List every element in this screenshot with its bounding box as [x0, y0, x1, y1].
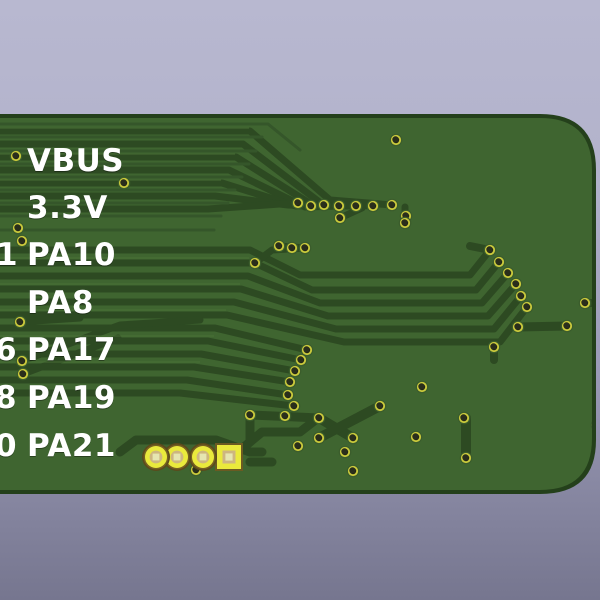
- via: [338, 445, 352, 459]
- via: [511, 320, 525, 334]
- connector-pad[interactable]: [189, 443, 217, 471]
- via: [560, 319, 574, 333]
- silkscreen-pin-label: PA17: [27, 332, 117, 368]
- silkscreen-pin-number: 0: [0, 428, 17, 464]
- via: [349, 199, 363, 213]
- connector-pad[interactable]: [142, 443, 170, 471]
- via: [346, 464, 360, 478]
- silkscreen-pin-label: VBUS: [27, 143, 125, 179]
- via: [278, 409, 292, 423]
- via: [373, 399, 387, 413]
- via: [11, 221, 25, 235]
- via: [287, 399, 301, 413]
- via: [333, 211, 347, 225]
- via: [509, 277, 523, 291]
- via: [298, 241, 312, 255]
- via: [9, 149, 23, 163]
- via: [409, 430, 423, 444]
- via: [291, 196, 305, 210]
- via: [398, 216, 412, 230]
- via: [501, 266, 515, 280]
- silkscreen-pin-label: 3.3V: [27, 190, 108, 226]
- connector-pad-pin1[interactable]: [215, 443, 243, 471]
- via: [304, 199, 318, 213]
- copper-layer: [0, 122, 592, 478]
- silkscreen-pin-label: PA21: [27, 428, 117, 464]
- via: [578, 296, 592, 310]
- via: [272, 239, 286, 253]
- via: [312, 411, 326, 425]
- via: [415, 380, 429, 394]
- silkscreen-pin-label: PA19: [27, 380, 117, 416]
- via: [248, 256, 262, 270]
- via: [459, 451, 473, 465]
- trace-highlights: [0, 127, 249, 363]
- via: [281, 388, 295, 402]
- via: [243, 408, 257, 422]
- via: [317, 198, 331, 212]
- via: [457, 411, 471, 425]
- via: [291, 439, 305, 453]
- via: [492, 255, 506, 269]
- dogbone-links: [314, 401, 471, 463]
- via: [385, 198, 399, 212]
- trace-diagonal-left: [16, 314, 204, 378]
- via: [16, 367, 30, 381]
- via: [13, 315, 27, 329]
- via: [346, 431, 360, 445]
- via: [487, 340, 501, 354]
- silkscreen-pin-label: PA8: [27, 285, 94, 321]
- via: [288, 364, 302, 378]
- via: [520, 300, 534, 314]
- via: [514, 289, 528, 303]
- silkscreen-pin-number: 1: [0, 237, 18, 273]
- connector-pad-group[interactable]: [142, 443, 243, 471]
- silkscreen-pin-number: 6: [0, 332, 17, 368]
- via: [483, 243, 497, 257]
- via: [366, 199, 380, 213]
- silkscreen-pin-label: PA10: [27, 237, 117, 273]
- via: [294, 353, 308, 367]
- via: [332, 199, 346, 213]
- via: [312, 431, 326, 445]
- via: [283, 375, 297, 389]
- via: [389, 133, 403, 147]
- silkscreen-pin-number: 8: [0, 380, 17, 416]
- trace-bus-middle: [0, 246, 531, 346]
- via: [285, 241, 299, 255]
- trace-top-left-fine: [0, 122, 302, 232]
